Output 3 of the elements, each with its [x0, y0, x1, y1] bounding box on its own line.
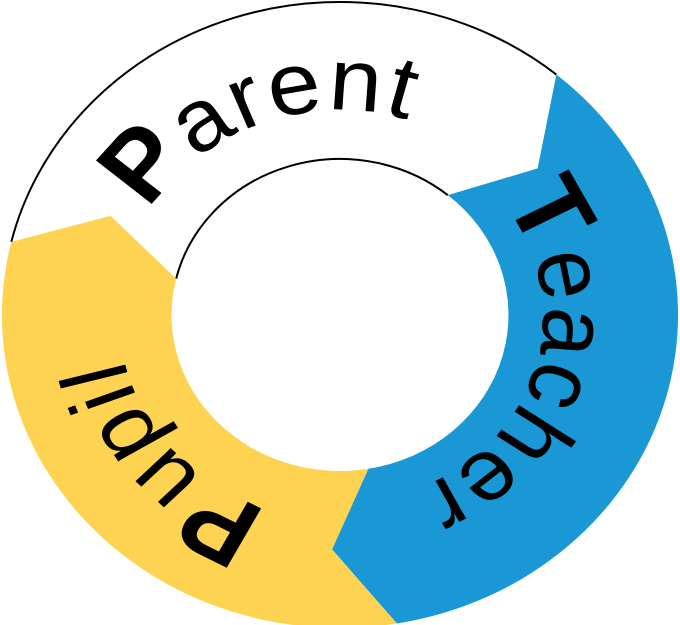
segment-label: Parent	[74, 30, 432, 222]
segment-label: Pupil	[40, 352, 278, 590]
ring-segment	[2, 216, 397, 625]
